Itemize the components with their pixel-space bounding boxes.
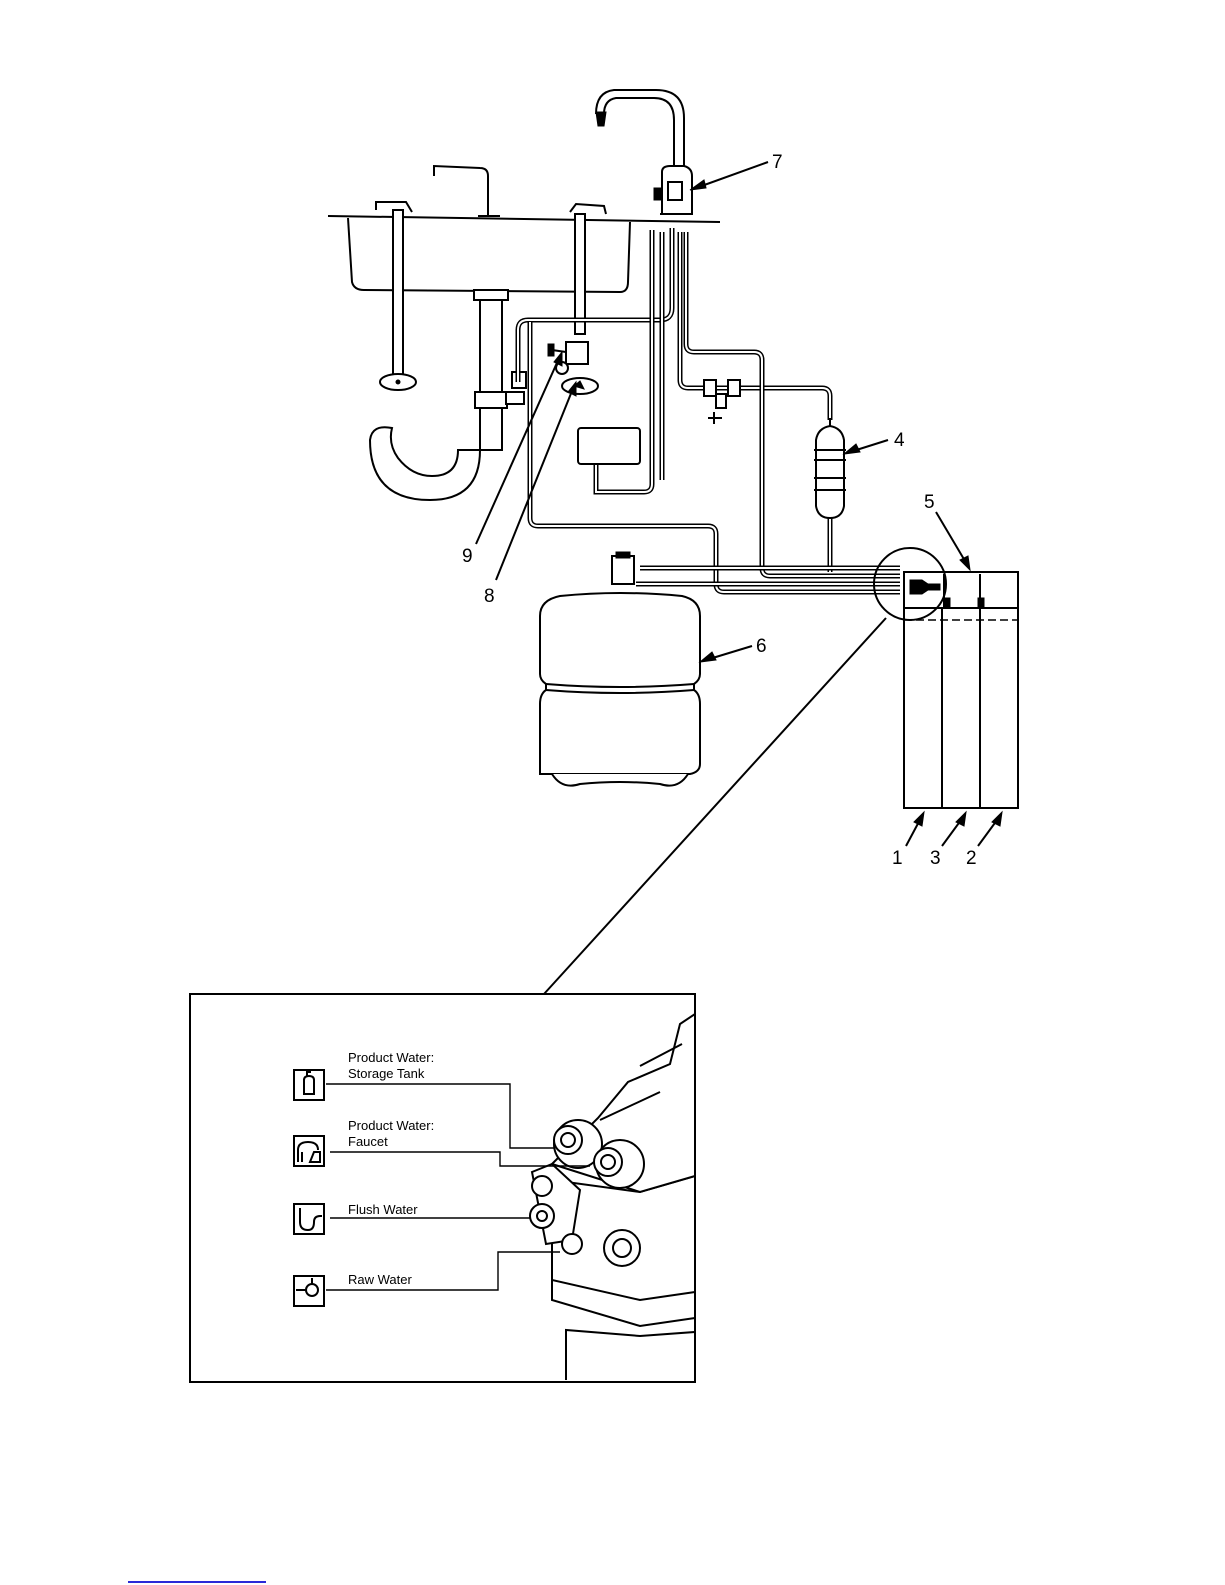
port-label-faucet-line1: Product Water: — [348, 1118, 434, 1133]
port-label-storage-tank-line1: Product Water: — [348, 1050, 434, 1065]
callout-5: 5 — [924, 492, 935, 513]
drain-trap-icon — [294, 1204, 324, 1234]
port-label-raw-water: Raw Water — [348, 1272, 412, 1287]
port-label-faucet-line2: Faucet — [348, 1134, 388, 1149]
storage-tank — [540, 552, 700, 786]
callout-1: 1 — [892, 848, 903, 869]
port-label-flush-water: Flush Water — [348, 1202, 418, 1217]
post-filter-cartridge — [814, 418, 846, 518]
callout-3: 3 — [930, 848, 941, 869]
filter-housings — [904, 572, 1018, 808]
storage-tank-icon — [294, 1070, 324, 1100]
manifold-detail-inset — [190, 994, 695, 1382]
supply-valve-icon — [294, 1276, 324, 1306]
callout-6: 6 — [756, 636, 767, 657]
callout-8: 8 — [484, 586, 495, 607]
air-gap-box — [578, 428, 640, 464]
callout-2: 2 — [966, 848, 977, 869]
port-label-storage-tank-line2: Storage Tank — [348, 1066, 425, 1081]
callout-9: 9 — [462, 546, 473, 567]
callout-4: 4 — [894, 430, 905, 451]
faucet-icon — [294, 1136, 324, 1166]
callout-7: 7 — [772, 152, 783, 173]
ro-faucet — [596, 90, 692, 214]
